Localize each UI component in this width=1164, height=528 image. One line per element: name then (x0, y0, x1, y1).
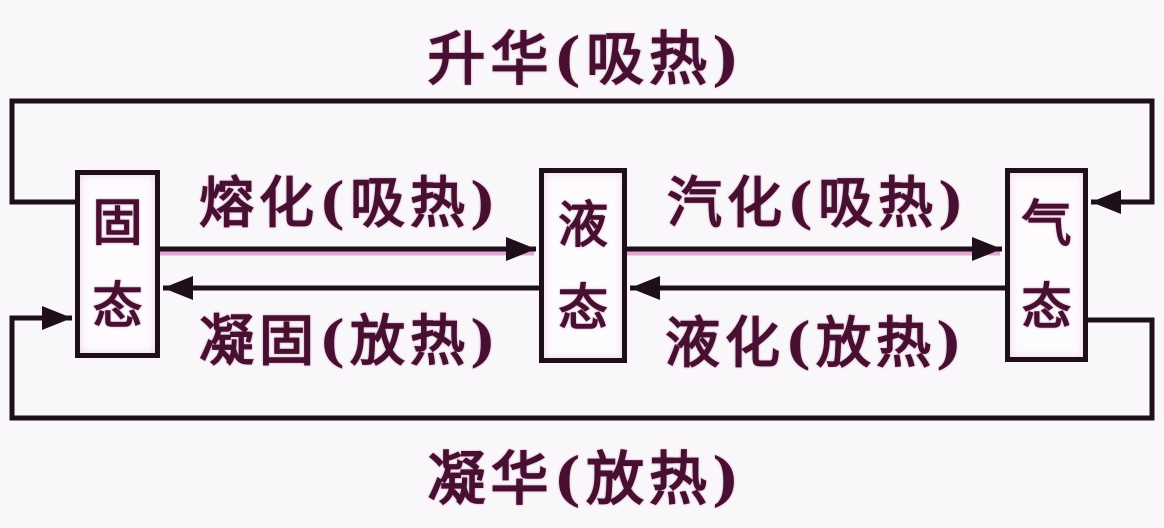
label-liquefaction: 液化(放热) (664, 310, 968, 375)
label-solidification: 凝固(放热) (198, 308, 502, 373)
node-gas-label: 气态 (1021, 194, 1072, 336)
node-liquid-label: 液态 (558, 194, 608, 337)
node-liquid: 液态 (539, 168, 627, 363)
sublimation-arrow (9, 98, 1155, 214)
deposition-arrow (9, 306, 1155, 421)
label-melting: 熔化(吸热) (198, 170, 502, 235)
node-gas: 气态 (1005, 168, 1088, 362)
node-solid-label: 固态 (92, 193, 143, 335)
label-deposition: 凝华(放热) (427, 445, 745, 513)
node-solid: 固态 (75, 170, 160, 358)
label-vaporization: 汽化(吸热) (666, 170, 970, 235)
label-sublimation: 升华(吸热) (427, 25, 745, 93)
